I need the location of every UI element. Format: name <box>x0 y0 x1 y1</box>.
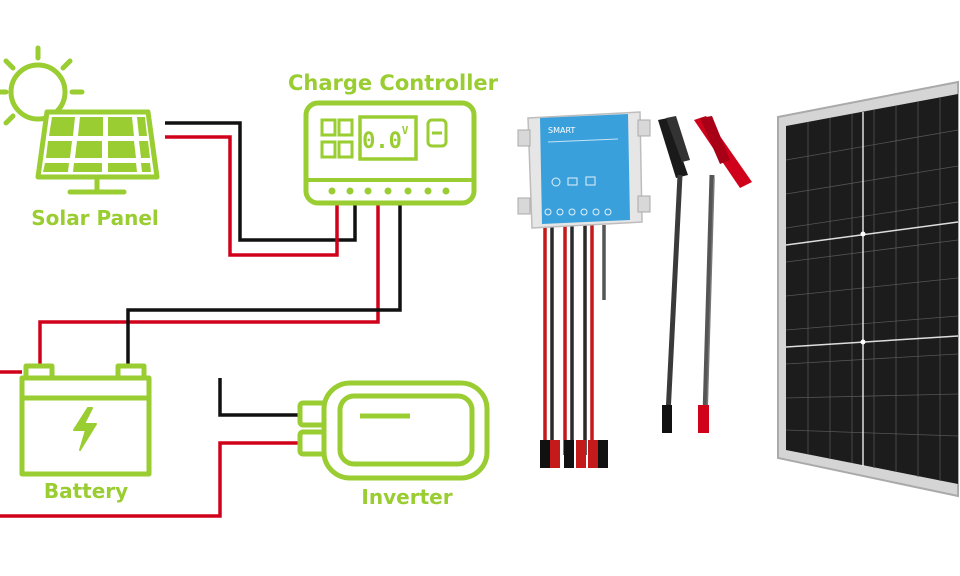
battery-icon <box>19 363 152 477</box>
solar-panel-icon <box>0 45 160 195</box>
product-solar-panel <box>777 80 959 498</box>
battery-label: Battery <box>44 479 128 503</box>
controller-lcd <box>358 115 418 161</box>
sun-icon <box>8 62 68 122</box>
wire-red-controller-to-battery <box>38 205 380 372</box>
charge-controller-label: Charge Controller <box>288 71 499 95</box>
wires <box>0 121 402 518</box>
wire-black-controller-to-battery <box>126 205 402 372</box>
wire-black-battery-to-inverter <box>218 378 302 417</box>
product-charge-controller: SMART <box>517 111 651 468</box>
controller-lcd-unit: V <box>402 124 409 137</box>
lightning-icon <box>73 407 97 451</box>
product-controller-brand: SMART <box>548 126 575 135</box>
wire-red-battery-to-inverter <box>0 441 302 518</box>
panel-cell-grid <box>785 98 959 481</box>
controller-lcd-value: 0.0 <box>362 129 402 154</box>
inverter-label: Inverter <box>361 485 452 509</box>
product-alligator-clips <box>658 116 752 433</box>
wire-red-panel-to-controller <box>165 135 339 257</box>
inverter-icon <box>297 380 490 481</box>
wire-black-panel-to-controller <box>165 121 357 242</box>
solar-panel-label: Solar Panel <box>31 206 159 230</box>
charge-controller-icon: 0.0 V <box>303 100 477 206</box>
